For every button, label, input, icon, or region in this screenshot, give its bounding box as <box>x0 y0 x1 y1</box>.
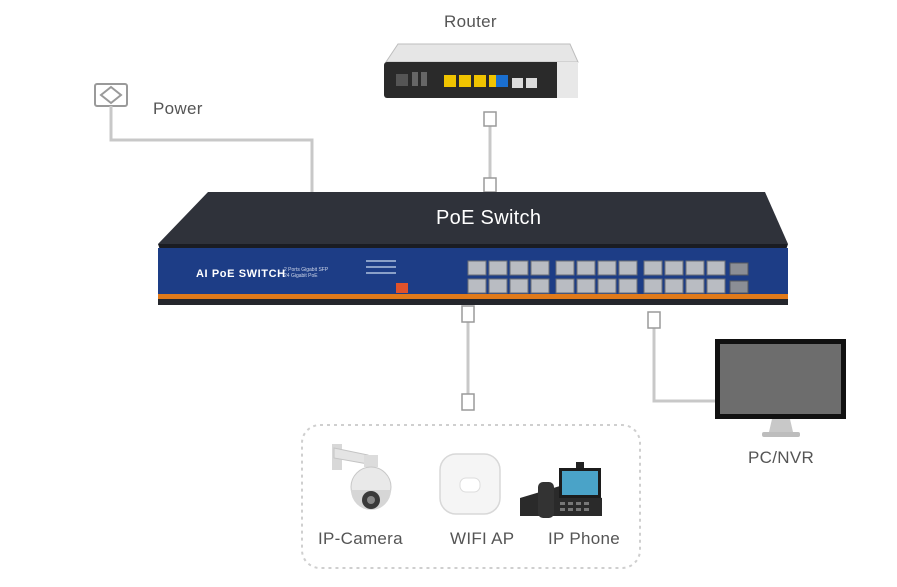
switch-subtitle-poe: 24 Gigabit PoE <box>284 273 318 279</box>
wifi-ap-label: WIFI AP <box>450 529 515 548</box>
router-icon <box>384 43 579 98</box>
ip-camera-icon <box>332 444 392 510</box>
power-outlet-icon <box>94 83 128 107</box>
power-cable <box>109 106 314 194</box>
ethernet-plug-icon <box>461 305 475 411</box>
wifi-ap-icon <box>439 453 501 515</box>
monitor-icon <box>715 339 846 437</box>
pc-nvr-label: PC/NVR <box>748 448 815 467</box>
ethernet-plug-icon <box>647 311 661 329</box>
switch-title: PoE Switch <box>436 207 542 229</box>
ip-phone-icon <box>520 462 602 518</box>
power-label: Power <box>153 99 203 118</box>
ethernet-plug-icon <box>483 111 497 193</box>
ip-camera-label: IP-Camera <box>318 529 403 548</box>
pc-cable <box>652 324 715 403</box>
devices-group-box <box>301 424 641 569</box>
router-label: Router <box>444 12 497 31</box>
ip-phone-label: IP Phone <box>548 529 621 548</box>
switch-icon <box>158 192 788 305</box>
switch-brand-label: AI PoE SWITCH <box>196 268 286 280</box>
switch-subtitle-sfp: 2 Ports Gigabit SFP <box>284 267 329 273</box>
